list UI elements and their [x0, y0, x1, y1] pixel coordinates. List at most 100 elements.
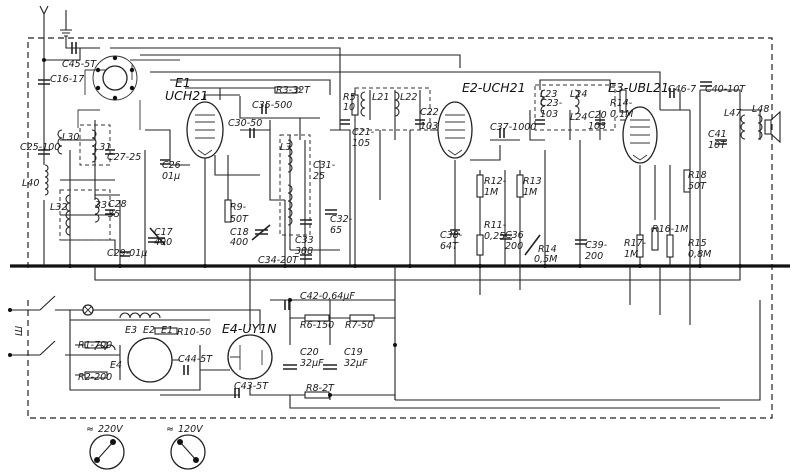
- filament-e2-label: E2: [143, 325, 155, 336]
- c42-label: C42-0,64μF: [300, 291, 355, 302]
- c43-label: C43-5T: [234, 381, 269, 392]
- c33a-label: C33: [295, 235, 314, 246]
- c26a-label: C26-: [162, 160, 185, 171]
- r12b-label: 1M: [484, 187, 498, 198]
- c38a-label: C38-: [440, 230, 463, 241]
- mains-220-label: 220V: [98, 424, 124, 435]
- mains-220-tilde: ≈: [86, 424, 94, 435]
- tube-e3: [622, 106, 658, 164]
- tube-e4: [227, 334, 273, 380]
- c39a-label: C39-: [585, 240, 608, 251]
- c36a-label: C36: [505, 230, 524, 241]
- chassis-frame: [27, 37, 773, 419]
- tube-e1-name: E1: [175, 75, 191, 90]
- c17b-label: 400: [154, 237, 172, 248]
- r6-label: R6-150: [300, 320, 334, 331]
- mains-switch: [8, 295, 56, 357]
- power-transformer: [94, 312, 173, 383]
- r15b-label: 0,8M: [688, 249, 711, 260]
- r5a-label: R5: [343, 92, 356, 103]
- l22-label: L22: [400, 92, 417, 103]
- r3-label: R3-32T: [276, 85, 311, 96]
- voltage-selector-120: [170, 434, 206, 470]
- c36b-label: 200: [505, 241, 523, 252]
- l47-label: L47: [724, 108, 741, 119]
- l24b-label: L24: [570, 112, 587, 123]
- c37-label: C37-1000: [490, 122, 536, 133]
- c44-label: C44-5T: [178, 354, 213, 365]
- c33b-label: 388: [295, 246, 313, 257]
- c22a-label: C22: [420, 107, 439, 118]
- r9b-label: 50T: [230, 214, 249, 225]
- coils: [44, 84, 763, 241]
- c28a-label: C28: [108, 199, 127, 210]
- c40-label: C40-10T: [705, 84, 746, 95]
- c20a-label: C20: [588, 110, 607, 121]
- c20b-label: 103: [588, 121, 606, 132]
- c28b-label: 35: [108, 209, 120, 220]
- mains-120-tilde: ≈: [166, 424, 174, 435]
- c17a-label: C17: [154, 227, 173, 238]
- l33-label: 33: [95, 200, 107, 211]
- r14m-label-b: 0,5M: [534, 254, 557, 265]
- c20e-label-a: C20: [300, 347, 319, 358]
- l23-label: L23: [540, 89, 557, 100]
- r18a-label: R18: [688, 170, 707, 181]
- r12a-label: R12-: [484, 176, 507, 187]
- c32a-label: C32-: [330, 214, 353, 225]
- capacitors: [38, 42, 727, 398]
- mains-120-label: 120V: [178, 424, 204, 435]
- r13a-label: R13: [523, 176, 542, 187]
- r1-label: R1-700: [78, 340, 112, 351]
- junctions: [42, 58, 742, 397]
- c34-label: C34-20T: [258, 255, 299, 266]
- c27-label: C27-25: [107, 152, 141, 163]
- tube-e1-type: UCH21: [165, 88, 208, 103]
- l30-label: L30: [62, 132, 79, 143]
- antenna-symbol: [39, 5, 49, 40]
- r14-label-a: R14-: [610, 98, 633, 109]
- c23a-label: C23-: [540, 98, 563, 109]
- c41a-label: C41: [708, 129, 727, 140]
- c22b-label: 103: [420, 121, 438, 132]
- l40-label: L40: [22, 178, 39, 189]
- pilot-lamp: [82, 304, 94, 316]
- c18b-label: 400: [230, 237, 248, 248]
- c32b-label: 65: [330, 225, 342, 236]
- voltage-selector-220: [89, 434, 125, 470]
- r15a-label: R15: [688, 238, 707, 249]
- r7-label: R7-50: [345, 320, 373, 331]
- c20e-label-b: 32μF: [300, 358, 324, 369]
- tube-e1: [186, 101, 224, 159]
- c31b-label: 25: [313, 171, 325, 182]
- c21a-label: C21-: [352, 127, 375, 138]
- resistors: [84, 86, 691, 399]
- tube-e3-label: E3-UBL21: [608, 80, 669, 95]
- band-switch: [92, 55, 138, 101]
- l21-label: L21: [372, 92, 389, 103]
- tube-e2-label: E2-UCH21: [462, 80, 526, 95]
- r17a-label: R17-: [624, 238, 647, 249]
- l24a-label: L24: [570, 89, 587, 100]
- tube-e4-label: E4-UY1N: [222, 321, 277, 336]
- c19-label-a: C19: [344, 347, 363, 358]
- switch-label: Ш: [14, 326, 25, 336]
- c25-label: C25-100: [20, 142, 60, 153]
- l48-label: L48: [752, 104, 769, 115]
- r16-label: R16-1M: [652, 224, 688, 235]
- r9a-label: R9-: [230, 202, 247, 213]
- ground-symbol: [60, 10, 72, 37]
- r10-label: R10-50: [177, 327, 211, 338]
- r5b-label: 10: [343, 102, 355, 113]
- c31a-label: C31-: [313, 160, 336, 171]
- c16-label: C16-17: [50, 74, 84, 85]
- r8-label: R8-2T: [306, 383, 335, 394]
- filament-e3-label: E3: [125, 325, 137, 336]
- r2-label: R2-200: [78, 372, 112, 383]
- c30-label: C30-50: [228, 118, 262, 129]
- c26b-label: 01μ: [162, 171, 180, 182]
- c21b-label: 105: [352, 138, 370, 149]
- c38b-label: 64T: [440, 241, 459, 252]
- r14-label-b: 0,1M: [610, 109, 633, 120]
- c29-label: C29-01μ: [107, 248, 147, 259]
